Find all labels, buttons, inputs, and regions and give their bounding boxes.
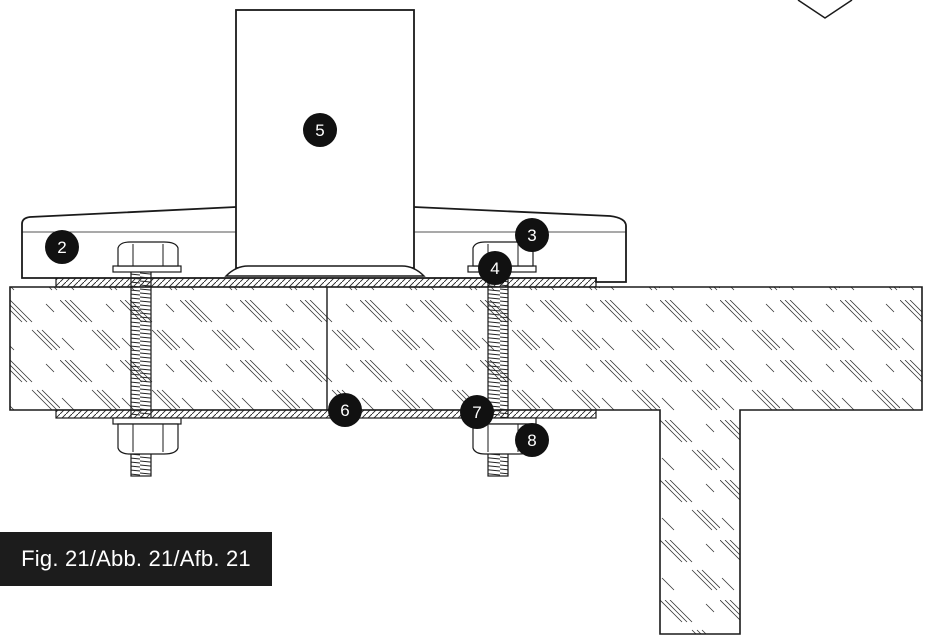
corner-symbol — [797, 0, 853, 19]
callout-2: 2 — [45, 230, 79, 264]
callout-6: 6 — [328, 393, 362, 427]
svg-text:3: 3 — [527, 226, 536, 245]
svg-text:6: 6 — [340, 401, 349, 420]
callout-8: 8 — [515, 423, 549, 457]
callout-3: 3 — [515, 218, 549, 252]
callout-5: 5 — [303, 113, 337, 147]
bottom-plate — [55, 409, 597, 419]
svg-text:8: 8 — [527, 431, 536, 450]
callout-7: 7 — [460, 395, 494, 429]
left-bolt — [112, 241, 182, 477]
callout-4: 4 — [478, 251, 512, 285]
svg-text:4: 4 — [490, 259, 499, 278]
svg-text:2: 2 — [57, 238, 66, 257]
figure-caption: Fig. 21/Abb. 21/Afb. 21 — [0, 532, 272, 586]
svg-text:7: 7 — [472, 403, 481, 422]
svg-text:5: 5 — [315, 121, 324, 140]
